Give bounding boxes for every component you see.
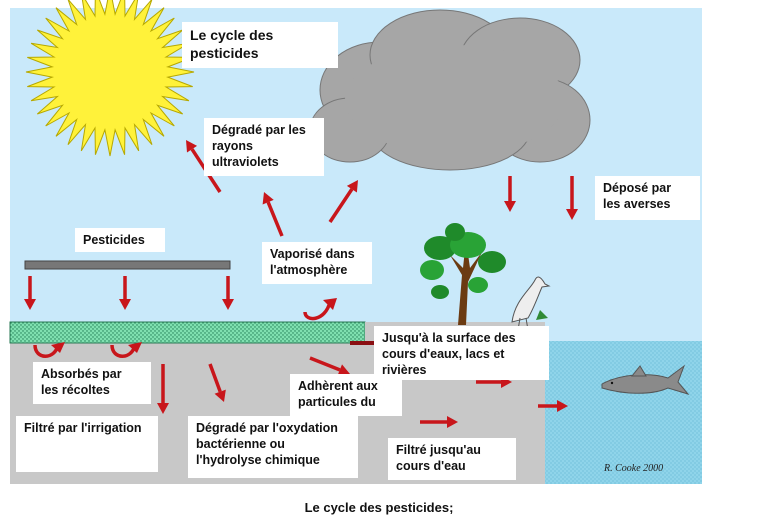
- label-pesticides: Pesticides: [75, 228, 165, 252]
- arrow-to-water-2: [538, 400, 568, 412]
- water-body: [545, 341, 702, 484]
- arrow-rain-1: [504, 176, 516, 212]
- arrow-vapor-2: [328, 180, 358, 223]
- arrow-spray-1: [24, 276, 36, 310]
- field-strip: [9, 321, 366, 344]
- arrow-rain-2: [566, 176, 578, 220]
- figure-caption: Le cycle des pesticides;: [304, 500, 454, 515]
- heron-icon: [511, 276, 551, 331]
- label-irrigation: Filtré par l'irrigation: [16, 416, 158, 472]
- author-credit: R. Cooke 2000: [604, 463, 664, 474]
- sprayer-bar: [24, 260, 231, 270]
- arrow-spray-3: [222, 276, 234, 310]
- arrow-oxidation: [208, 363, 226, 402]
- shark-icon: [601, 364, 690, 395]
- cloud-icon: [309, 9, 591, 171]
- arrow-vapor-1: [262, 192, 284, 237]
- arrow-spray-2: [119, 276, 131, 310]
- curved-arrow-crops-1: [33, 342, 65, 358]
- arrow-particles: [309, 356, 350, 376]
- curved-arrow-crops-2: [110, 342, 142, 358]
- arrow-filtered: [420, 416, 458, 428]
- curved-arrow-vapor: [303, 298, 337, 321]
- arrow-irrigation: [157, 364, 169, 414]
- arrows-group: [24, 140, 578, 428]
- sun-icon: [25, 0, 195, 157]
- tree-icon: [420, 223, 506, 325]
